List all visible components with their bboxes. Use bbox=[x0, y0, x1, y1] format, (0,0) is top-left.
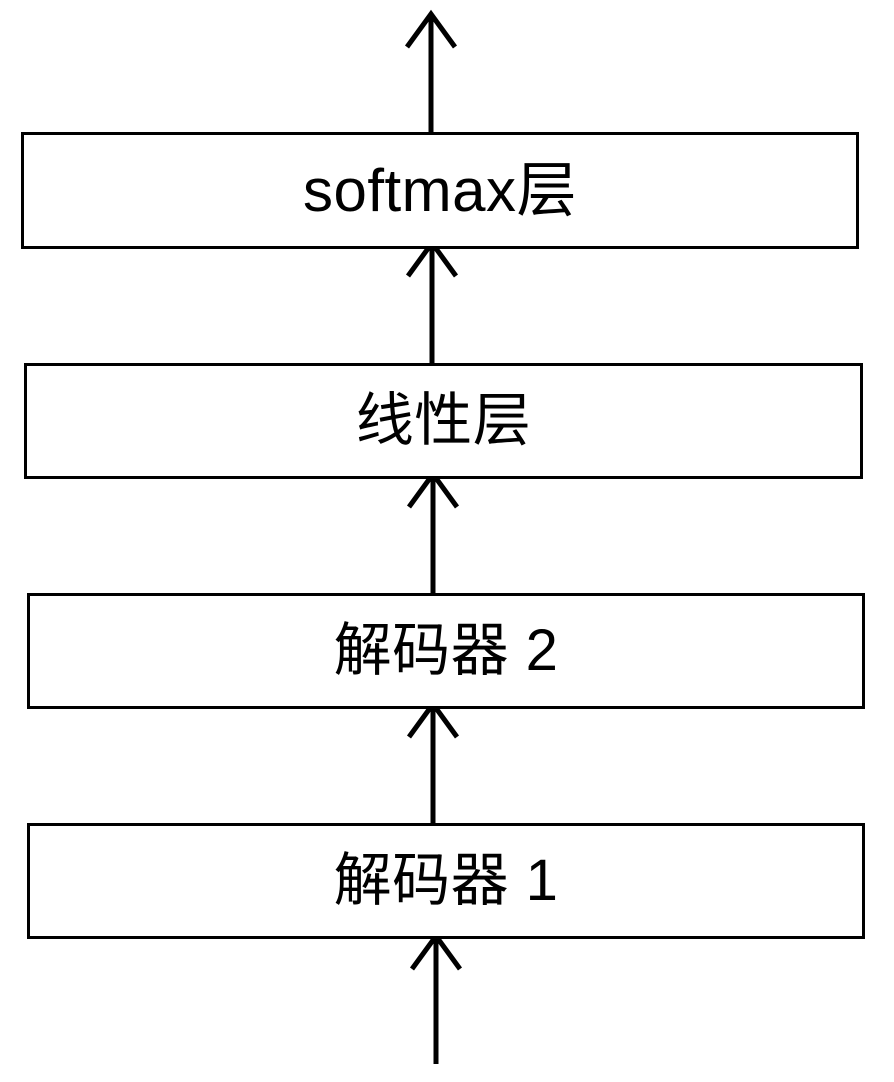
edge-dec1-dec2-arrow bbox=[406, 699, 460, 823]
edge-input-dec1-arrow bbox=[409, 931, 463, 1064]
node-linear-layer-label: 线性层 bbox=[355, 388, 532, 453]
node-decoder-1-label: 解码器 1 bbox=[333, 848, 559, 913]
edge-dec2-linear-arrow bbox=[406, 469, 460, 593]
node-decoder-2: 解码器 2 bbox=[27, 593, 865, 709]
edge-softmax-output-arrow bbox=[404, 9, 458, 132]
edge-linear-softmax-arrow bbox=[405, 238, 459, 363]
node-softmax-layer-label: softmax层 bbox=[302, 156, 578, 224]
node-linear-layer: 线性层 bbox=[24, 363, 863, 479]
node-softmax-layer: softmax层 bbox=[21, 132, 859, 249]
node-decoder-1: 解码器 1 bbox=[27, 823, 865, 939]
node-decoder-2-label: 解码器 2 bbox=[333, 618, 559, 683]
